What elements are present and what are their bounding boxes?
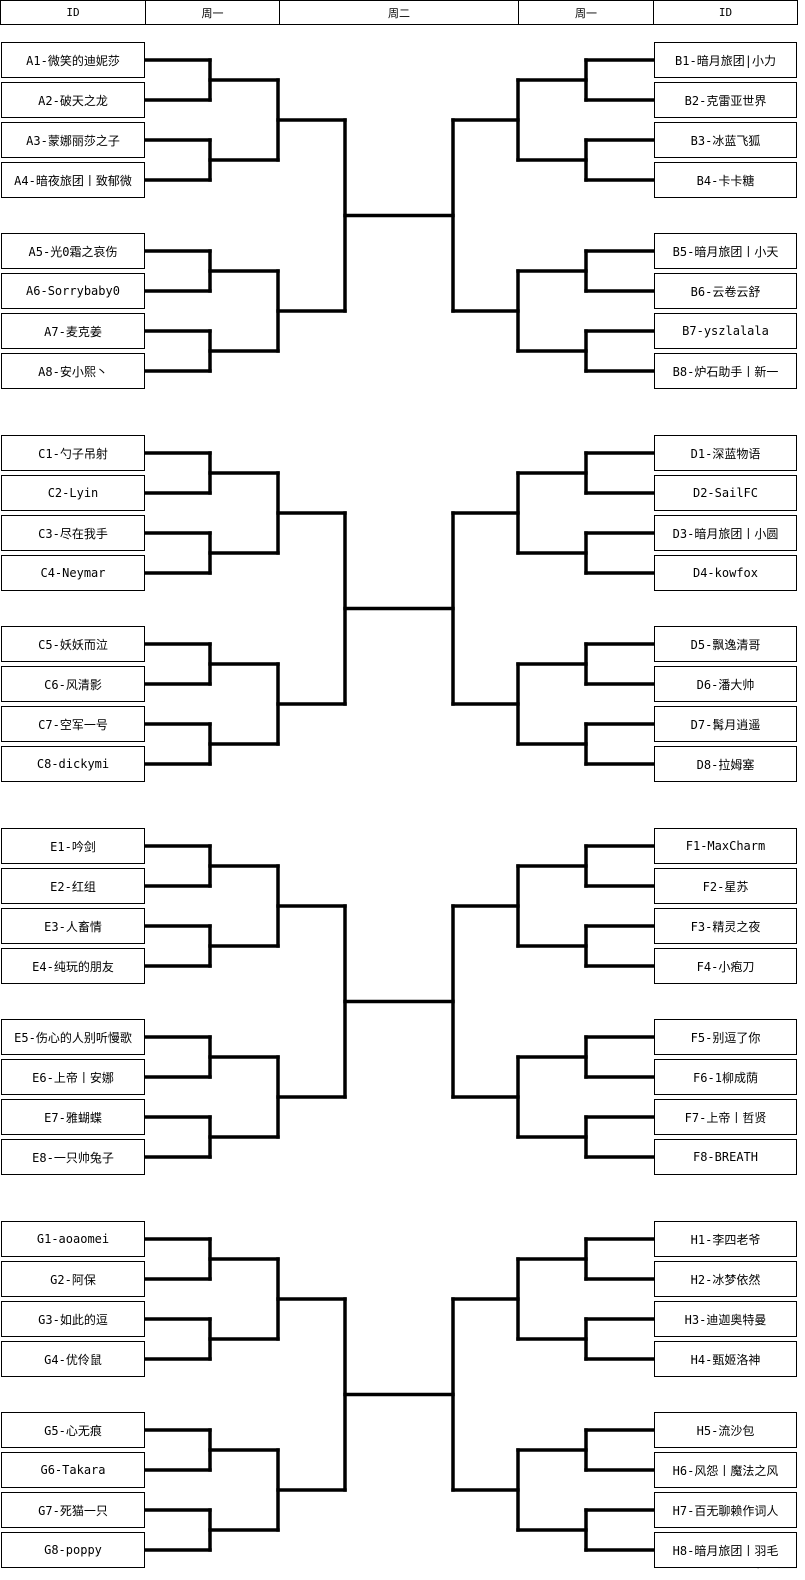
team-entry: F8-BREATH	[654, 1139, 797, 1175]
team-entry: D3-暗月旅团丨小圆	[654, 515, 797, 551]
team-entry: F7-上帝丨哲贤	[654, 1099, 797, 1135]
team-entry: A7-麦克姜	[1, 313, 145, 349]
team-entry: B7-yszlalala	[654, 313, 797, 349]
team-entry: D6-潘大帅	[654, 666, 797, 702]
team-entry: D8-拉姆塞	[654, 746, 797, 782]
team-entry: D7-髯月逍遥	[654, 706, 797, 742]
header-monday-left: 周一	[145, 0, 280, 25]
team-entry: B2-克雷亚世界	[654, 82, 797, 118]
team-entry: A8-安小熙丶	[1, 353, 145, 389]
team-entry: E7-雅蝴蝶	[1, 1099, 145, 1135]
team-entry: G8-poppy	[1, 1532, 145, 1568]
team-entry: B4-卡卡糖	[654, 162, 797, 198]
team-entry: D1-深蓝物语	[654, 435, 797, 471]
team-entry: H3-迪迦奥特曼	[654, 1301, 797, 1337]
team-entry: E5-伤心的人别听慢歌	[1, 1019, 145, 1055]
team-entry: F6-1柳成荫	[654, 1059, 797, 1095]
team-entry: E1-吟剑	[1, 828, 145, 864]
team-entry: A3-蒙娜丽莎之子	[1, 122, 145, 158]
team-entry: E3-人畜情	[1, 908, 145, 944]
header-id-left: ID	[0, 0, 146, 25]
team-entry: G6-Takara	[1, 1452, 145, 1488]
team-entry: C3-尽在我手	[1, 515, 145, 551]
team-entry: G5-心无痕	[1, 1412, 145, 1448]
team-entry: C6-风清影	[1, 666, 145, 702]
team-entry: B3-冰蓝飞狐	[654, 122, 797, 158]
team-entry: F5-别逗了你	[654, 1019, 797, 1055]
team-entry: C8-dickymi	[1, 746, 145, 782]
team-entry: F3-精灵之夜	[654, 908, 797, 944]
team-entry: G1-aoaomei	[1, 1221, 145, 1257]
team-entry: H4-甄姬洛神	[654, 1341, 797, 1377]
team-entry: D4-kowfox	[654, 555, 797, 591]
team-entry: G3-如此的逗	[1, 1301, 145, 1337]
team-entry: E8-一只帅兔子	[1, 1139, 145, 1175]
team-entry: D5-飘逸清哥	[654, 626, 797, 662]
team-entry: F2-星苏	[654, 868, 797, 904]
team-entry: H7-百无聊赖作词人	[654, 1492, 797, 1528]
team-entry: A4-暗夜旅团丨致郁微	[1, 162, 145, 198]
team-entry: E4-纯玩的朋友	[1, 948, 145, 984]
team-entry: E2-红组	[1, 868, 145, 904]
team-entry: F4-小疱刀	[654, 948, 797, 984]
team-entry: H8-暗月旅团丨羽毛	[654, 1532, 797, 1568]
team-entry: C5-妖妖而泣	[1, 626, 145, 662]
team-entry: E6-上帝丨安娜	[1, 1059, 145, 1095]
header-tuesday: 周二	[279, 0, 519, 25]
team-entry: B5-暗月旅团丨小天	[654, 233, 797, 269]
team-entry: B1-暗月旅团|小力	[654, 42, 797, 78]
team-entry: H6-风怨丨魔法之风	[654, 1452, 797, 1488]
team-entry: F1-MaxCharm	[654, 828, 797, 864]
header-id-right: ID	[653, 0, 798, 25]
team-entry: H5-流沙包	[654, 1412, 797, 1448]
team-entry: C4-Neymar	[1, 555, 145, 591]
team-entry: C1-勺子吊射	[1, 435, 145, 471]
header-monday-right: 周一	[518, 0, 654, 25]
team-entry: A5-光0霜之哀伤	[1, 233, 145, 269]
team-entry: D2-SailFC	[654, 475, 797, 511]
team-entry: A2-破天之龙	[1, 82, 145, 118]
team-entry: B6-云卷云舒	[654, 273, 797, 309]
team-entry: A1-微笑的迪妮莎	[1, 42, 145, 78]
team-entry: B8-炉石助手丨新一	[654, 353, 797, 389]
team-entry: G2-阿保	[1, 1261, 145, 1297]
team-entry: C7-空军一号	[1, 706, 145, 742]
team-entry: H2-冰梦依然	[654, 1261, 797, 1297]
team-entry: H1-李四老爷	[654, 1221, 797, 1257]
team-entry: G7-死猫一只	[1, 1492, 145, 1528]
team-entry: A6-Sorrybaby0	[1, 273, 145, 309]
team-entry: G4-优伶鼠	[1, 1341, 145, 1377]
team-entry: C2-Lyin	[1, 475, 145, 511]
